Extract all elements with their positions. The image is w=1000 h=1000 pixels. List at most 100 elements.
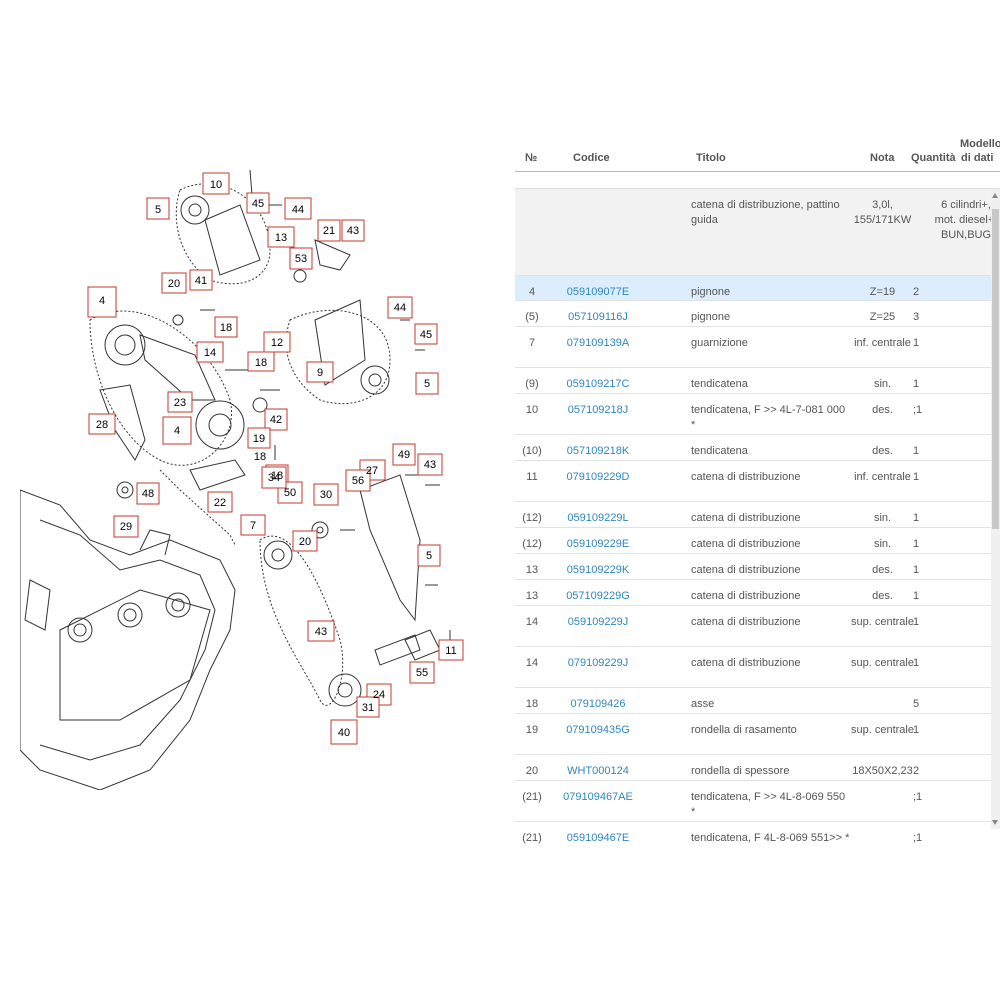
part-code-link[interactable]: 079109229D xyxy=(566,471,630,483)
callout-label[interactable]: 40 xyxy=(338,727,350,739)
part-code-link[interactable]: 059109217C xyxy=(566,378,630,390)
callout-label[interactable]: 4 xyxy=(99,295,105,307)
row-num: 18 xyxy=(525,698,539,710)
part-qty: 3 xyxy=(913,311,920,323)
part-note: sin. xyxy=(873,378,892,390)
callout-label[interactable]: 50 xyxy=(284,487,296,499)
part-code-link[interactable]: 079109139A xyxy=(566,337,630,349)
part-code-link[interactable]: 059109467E xyxy=(566,832,630,844)
callout-label[interactable]: 4 xyxy=(174,425,180,437)
col-header-code[interactable]: Codice xyxy=(573,152,610,164)
part-code-link[interactable]: 059109077E xyxy=(566,286,630,298)
callout-label[interactable]: 34 xyxy=(268,472,280,484)
callout-label[interactable]: 10 xyxy=(210,179,222,191)
callout-label[interactable]: 42 xyxy=(270,414,282,426)
callout-label[interactable]: 43 xyxy=(424,459,436,471)
callout-label[interactable]: 18 xyxy=(271,470,283,482)
callout-label[interactable]: 14 xyxy=(204,347,216,359)
callout-label[interactable]: 18 xyxy=(254,451,266,463)
callout-label[interactable]: 11 xyxy=(445,645,456,657)
callout-label[interactable]: 43 xyxy=(315,626,327,638)
part-code-link[interactable]: 079109467AE xyxy=(563,791,633,803)
part-title: pignone xyxy=(691,286,731,298)
col-header-num[interactable]: № xyxy=(525,152,538,164)
callout-label[interactable]: 53 xyxy=(295,253,307,265)
part-title: catena di distribuzione xyxy=(691,512,801,524)
callout-label[interactable]: 18 xyxy=(255,357,267,369)
callout-label[interactable]: 29 xyxy=(120,521,132,533)
callout-label[interactable]: 22 xyxy=(214,497,226,509)
callout-label[interactable]: 24 xyxy=(373,689,385,701)
callout-label[interactable]: 27 xyxy=(366,465,378,477)
col-header-qty[interactable]: Quantità xyxy=(911,152,956,164)
callout-label[interactable]: 41 xyxy=(195,275,207,287)
part-code-link[interactable]: WHT000124 xyxy=(567,765,629,777)
part-code-link[interactable]: 059109229E xyxy=(566,538,630,550)
callout-label[interactable]: 5 xyxy=(424,378,430,390)
col-header-note[interactable]: Nota xyxy=(870,152,895,164)
part-code-link[interactable]: 057109218K xyxy=(566,445,630,457)
callout-label[interactable]: 44 xyxy=(292,204,304,216)
part-code-link[interactable]: 057109116J xyxy=(568,311,628,323)
callout-label[interactable]: 7 xyxy=(250,520,256,532)
callout-label[interactable]: 5 xyxy=(426,550,432,562)
col-header-model-line1[interactable]: Modello xyxy=(960,138,1000,150)
callout-label[interactable]: 19 xyxy=(253,433,265,445)
callout-label[interactable]: 20 xyxy=(168,278,180,290)
callout-label[interactable]: 56 xyxy=(352,475,364,487)
callout-label[interactable]: 18 xyxy=(220,322,232,334)
callout-label[interactable]: 49 xyxy=(398,449,410,461)
scroll-up-arrow-icon[interactable] xyxy=(992,193,998,198)
part-code-link[interactable]: 059109229K xyxy=(566,564,630,576)
row-num: 14 xyxy=(525,657,539,669)
part-code-link[interactable]: 057109229G xyxy=(566,590,630,602)
part-code-link[interactable]: 079109426 xyxy=(570,698,626,710)
callout-label[interactable]: 23 xyxy=(174,397,186,409)
callout-label[interactable]: 45 xyxy=(252,198,264,210)
callout-label[interactable]: 28 xyxy=(96,419,108,431)
callout-label[interactable]: 13 xyxy=(275,232,287,244)
scroll-down-arrow-icon[interactable] xyxy=(992,820,998,825)
callout-label[interactable]: 55 xyxy=(416,667,428,679)
callout-label[interactable]: 31 xyxy=(362,702,374,714)
callout-label[interactable]: 30 xyxy=(320,489,332,501)
part-code-link[interactable]: 079109435G xyxy=(566,724,630,736)
table-scrollbar[interactable] xyxy=(991,189,1000,829)
callout-label[interactable]: 9 xyxy=(317,367,323,379)
callout-label[interactable]: 45 xyxy=(420,329,432,341)
callout-label[interactable]: 44 xyxy=(394,302,406,314)
callout-label[interactable]: 21 xyxy=(323,225,335,237)
col-header-title[interactable]: Titolo xyxy=(696,152,726,164)
callout-label[interactable]: 48 xyxy=(142,488,154,500)
part-code-link[interactable]: 079109229J xyxy=(567,657,629,669)
part-code-link[interactable]: 059109229L xyxy=(567,512,629,524)
callout-label[interactable]: 43 xyxy=(347,225,359,237)
col-header-model-line2[interactable]: di dati xyxy=(961,152,994,164)
callout-label[interactable]: 12 xyxy=(271,337,283,349)
row-num: 14 xyxy=(525,616,539,628)
callout-label[interactable]: 5 xyxy=(155,204,161,216)
part-code-link[interactable]: 059109229J xyxy=(567,616,629,628)
scroll-thumb[interactable] xyxy=(992,209,999,529)
part-code-link[interactable]: 057109218J xyxy=(567,404,629,416)
callout-label[interactable]: 20 xyxy=(299,536,311,548)
